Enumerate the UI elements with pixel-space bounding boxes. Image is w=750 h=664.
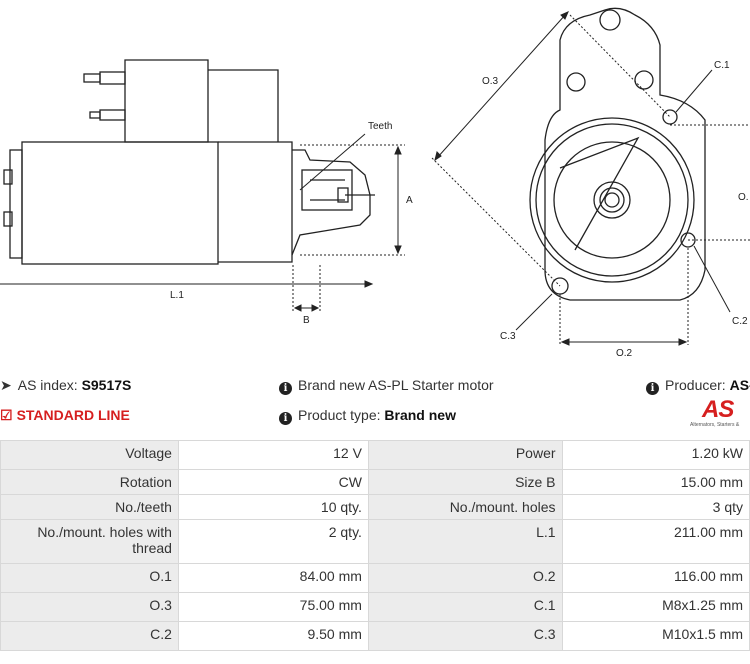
spec-value: M8x1.25 mm xyxy=(561,592,750,622)
as-index-value: S9517S xyxy=(81,377,132,393)
spec-value: 1.20 kW xyxy=(561,440,750,470)
technical-drawing: Teeth A L.1 B O.3 xyxy=(0,7,750,359)
standard-line: ☑STANDARD LINE xyxy=(0,407,130,424)
logo-text: AS xyxy=(702,398,734,423)
dim-o3-label: O.3 xyxy=(482,76,499,87)
spec-value: M10x1.5 mm xyxy=(561,621,750,651)
spec-label: Voltage xyxy=(0,440,179,470)
spec-value: 116.00 mm xyxy=(561,563,750,593)
spec-label: O.3 xyxy=(0,592,179,622)
logo-tagline: Alternators, Starters & xyxy=(690,422,740,428)
dim-o1-label: O. xyxy=(738,192,749,203)
standard-line-label: STANDARD LINE xyxy=(16,407,130,423)
spec-label: Size B xyxy=(367,469,563,495)
brand-new-text: Brand new AS-PL Starter motor xyxy=(298,377,494,393)
info-icon: i xyxy=(279,412,292,425)
spec-label: No./mount. holes with thread xyxy=(0,519,179,564)
product-description: i Brand new AS-PL Starter motor xyxy=(279,377,494,395)
info-icon: i xyxy=(279,382,292,395)
spec-value: 10 qty. xyxy=(177,494,369,520)
dim-a-label: A xyxy=(406,195,413,206)
edit-check-icon: ☑ xyxy=(0,407,13,423)
spec-value: CW xyxy=(177,469,369,495)
producer-value: AS-P xyxy=(729,377,750,393)
spec-label: C.2 xyxy=(0,621,179,651)
spec-label: Rotation xyxy=(0,469,179,495)
spec-label: No./teeth xyxy=(0,494,179,520)
spec-label: Power xyxy=(367,440,563,470)
spec-label: C.3 xyxy=(367,621,563,651)
dim-c2-label: C.2 xyxy=(732,316,748,327)
solenoid xyxy=(124,59,209,143)
spec-label: No./mount. holes xyxy=(367,494,563,520)
diamond-arrow-icon: ➤ xyxy=(0,377,12,393)
product-type-label: Product type: xyxy=(298,407,381,423)
product-type-value: Brand new xyxy=(384,407,456,423)
spec-label: C.1 xyxy=(367,592,563,622)
spec-value: 75.00 mm xyxy=(177,592,369,622)
motor-body xyxy=(21,141,219,265)
logo: AS Alternators, Starters & xyxy=(676,398,750,430)
spec-value: 9.50 mm xyxy=(177,621,369,651)
spec-value: 15.00 mm xyxy=(561,469,750,495)
dim-c1-label: C.1 xyxy=(714,60,730,71)
product-type: i Product type: Brand new xyxy=(279,407,456,425)
spec-label: O.2 xyxy=(367,563,563,593)
info-icon: i xyxy=(646,382,659,395)
spec-value: 12 V xyxy=(177,440,369,470)
producer-label: Producer: xyxy=(665,377,726,393)
spec-value: 84.00 mm xyxy=(177,563,369,593)
teeth-label: Teeth xyxy=(368,121,392,132)
spec-label: L.1 xyxy=(367,519,563,564)
spec-label: O.1 xyxy=(0,563,179,593)
dim-b-label: B xyxy=(303,315,310,326)
spec-value: 2 qty. xyxy=(177,519,369,564)
as-index: ➤ AS index: S9517S xyxy=(0,377,131,394)
producer: i Producer: AS-P xyxy=(646,377,750,395)
dim-c3-label: C.3 xyxy=(500,331,516,342)
end-flange xyxy=(544,7,706,301)
spec-value: 3 qty xyxy=(561,494,750,520)
dim-l1-label: L.1 xyxy=(170,290,184,301)
as-index-label: AS index: xyxy=(17,377,78,393)
dim-o2-label: O.2 xyxy=(616,348,633,359)
spec-value: 211.00 mm xyxy=(561,519,750,564)
